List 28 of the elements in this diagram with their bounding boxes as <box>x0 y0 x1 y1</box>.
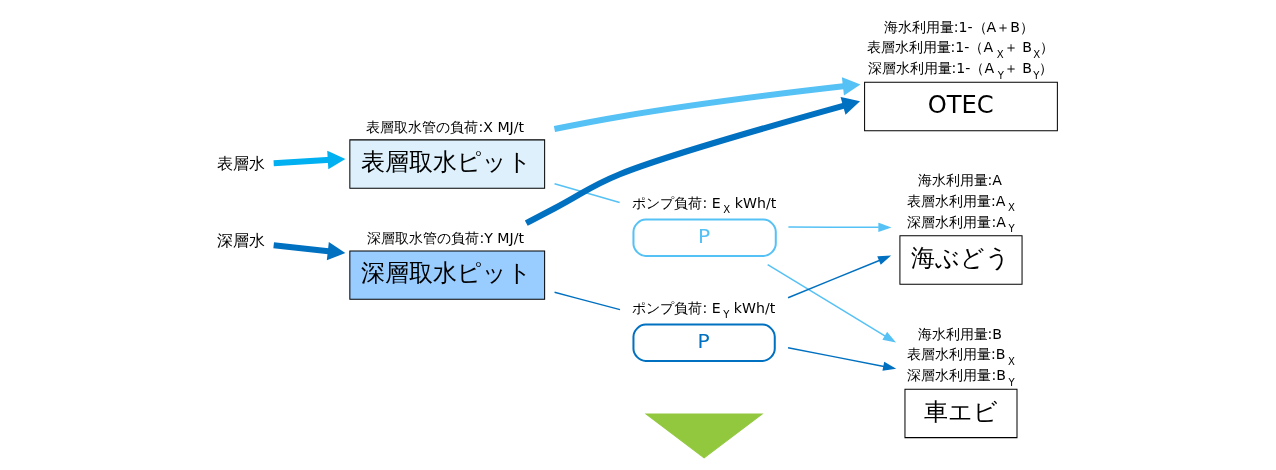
node-label: 深層水利用量:1-（A$_{Y}$＋ B$_{Y}$） <box>867 60 1054 81</box>
arrow <box>766 263 896 343</box>
node-label: ポンプ負荷: E$_{Y}$ kWh/t <box>632 299 776 321</box>
node-box: P <box>632 218 777 257</box>
arrow <box>273 241 346 261</box>
node-label: 海水利用量:B <box>917 325 1003 342</box>
node-text: 深層水 <box>217 230 266 250</box>
arrow <box>524 96 860 226</box>
node-label: 表層水利用量:1-（A$_{X}$＋ B$_{X}$） <box>866 39 1055 60</box>
arrow <box>787 255 892 299</box>
node-box: P <box>632 323 776 362</box>
connector <box>553 291 621 311</box>
node-label: 表層水利用量:B$_{X}$ <box>906 346 1015 367</box>
node-label: 表層取水管の負荷:X MJ/t <box>366 119 525 135</box>
node-label: ポンプ負荷: E$_{X}$ kWh/t <box>632 194 777 216</box>
node-triangle <box>644 413 764 459</box>
node-label: 深層取水管の負荷:Y MJ/t <box>367 230 525 247</box>
arrow <box>273 150 346 170</box>
arrow <box>787 222 892 232</box>
node-label: 海水利用量:1-（A＋B） <box>883 19 1034 36</box>
node-label: 表層水利用量:A$_{X}$ <box>906 192 1015 214</box>
arrow <box>787 347 897 371</box>
node-text: 表層水 <box>217 153 266 173</box>
node-label: 深層水利用量:B$_{Y}$ <box>907 367 1015 388</box>
node-label: 深層水利用量:A$_{Y}$ <box>907 213 1015 235</box>
arrow <box>553 77 861 132</box>
node-label: 海水利用量:A <box>917 172 1002 189</box>
connector <box>553 183 621 204</box>
